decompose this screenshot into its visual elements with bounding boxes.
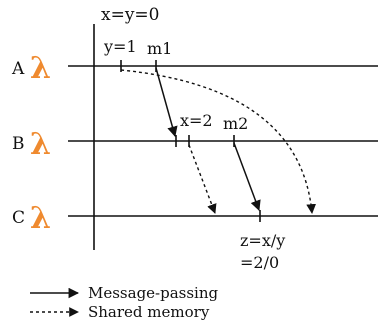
process-c-lambda-icon: λ xyxy=(30,201,51,236)
shared-memory-x-arrow xyxy=(188,144,217,214)
event-y1-label: y=1 xyxy=(103,37,137,56)
event-m2-label: m2 xyxy=(223,114,248,133)
legend-shared-memory-label: Shared memory xyxy=(88,303,210,321)
process-a-lambda-icon: λ xyxy=(30,51,51,86)
message-m2-arrow xyxy=(233,142,261,211)
process-c-name: C xyxy=(12,208,25,228)
message-m1-arrow xyxy=(155,67,178,138)
initial-state-label: x=y=0 xyxy=(101,5,160,25)
process-b-lambda-icon: λ xyxy=(30,127,51,162)
result-label-line2: =2/0 xyxy=(240,253,279,272)
shared-memory-y-arrow xyxy=(120,69,317,214)
result-label-line1: z=x/y xyxy=(240,231,285,250)
process-b-name: B xyxy=(12,134,25,154)
event-m1-label: m1 xyxy=(147,39,172,58)
legend-message-passing-label: Message-passing xyxy=(88,284,219,302)
event-x2-label: x=2 xyxy=(180,111,213,130)
process-a-name: A xyxy=(11,59,25,79)
